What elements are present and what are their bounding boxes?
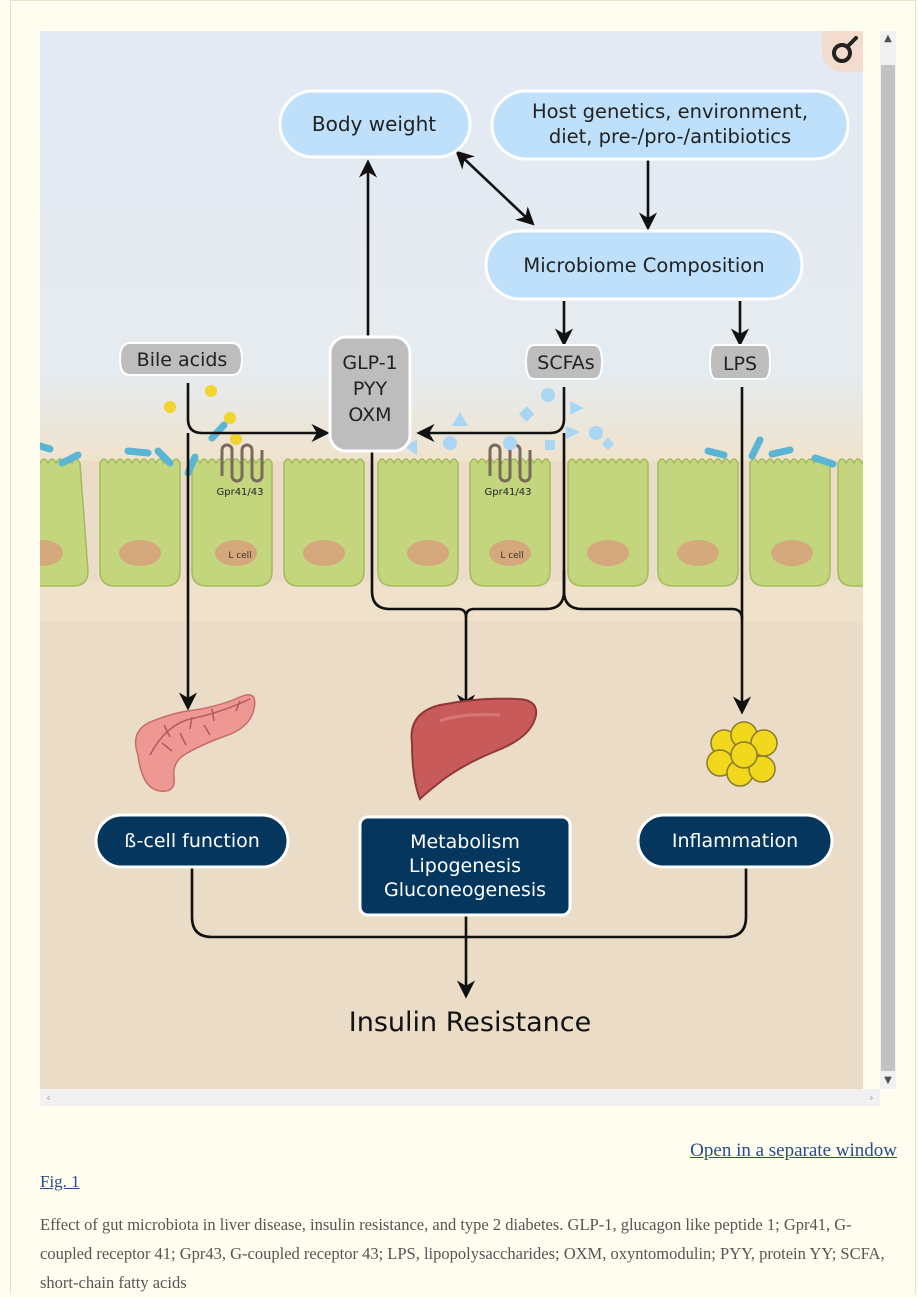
scfas-node: SCFAs [524, 344, 604, 380]
svg-text:ß-cell function: ß-cell function [124, 830, 260, 852]
figure-caption: Effect of gut microbiota in liver diseas… [40, 1215, 885, 1292]
bile-acids-node: Bile acids [118, 342, 244, 376]
pancreas-icon [134, 694, 256, 792]
diagram-canvas: L cell L cell Gpr41/43 Gpr41/43 [40, 31, 863, 1089]
lcell-right-label: L cell [500, 551, 523, 561]
svg-text:Microbiome Composition: Microbiome Composition [523, 254, 764, 277]
microbiome-node: Microbiome Composition [484, 229, 804, 301]
metabolism-node: Metabolism Lipogenesis Gluconeogenesis [358, 815, 572, 917]
figure-viewer[interactable]: L cell L cell Gpr41/43 Gpr41/43 [40, 31, 863, 1089]
gpr-left-label: Gpr41/43 [216, 487, 263, 498]
svg-text:SCFAs: SCFAs [537, 352, 594, 374]
svg-text:Body weight: Body weight [312, 112, 436, 136]
figure-frame [10, 0, 916, 1294]
scroll-left-icon[interactable]: ‹ [46, 1091, 51, 1104]
svg-text:LPS: LPS [723, 353, 757, 375]
insulin-resistance-label: Insulin Resistance [349, 1007, 591, 1038]
svg-text:Lipogenesis: Lipogenesis [409, 855, 521, 877]
bile-acid-particles [164, 385, 242, 445]
svg-text:GLP-1: GLP-1 [342, 352, 397, 374]
lcell-left-label: L cell [228, 551, 251, 561]
scroll-up-icon[interactable]: ▲ [884, 33, 892, 44]
svg-text:OXM: OXM [348, 404, 391, 426]
zoom-button[interactable] [822, 31, 863, 72]
open-separate-window-link[interactable]: Open in a separate window [690, 1140, 897, 1161]
vertical-scrollbar[interactable]: ▲ ▼ [880, 31, 896, 1089]
connectors [178, 150, 752, 999]
host-factors-node: Host genetics, environment, diet, pre-/p… [490, 89, 850, 161]
vertical-scroll-thumb[interactable] [881, 65, 895, 1071]
svg-text:Host genetics, environment,: Host genetics, environment, [532, 100, 808, 123]
liver-icon [410, 697, 538, 801]
svg-text:Inflammation: Inflammation [672, 830, 798, 852]
figure-link[interactable]: Fig. 1 [40, 1172, 80, 1191]
svg-text:Metabolism: Metabolism [410, 831, 520, 853]
svg-text:Bile acids: Bile acids [137, 349, 228, 371]
body-weight-node: Body weight [278, 89, 472, 159]
svg-text:Gluconeogenesis: Gluconeogenesis [384, 879, 546, 901]
svg-text:diet, pre-/pro-/antibiotics: diet, pre-/pro-/antibiotics [549, 125, 791, 148]
beta-cell-node: ß-cell function [94, 813, 290, 869]
hormones-node: GLP-1 PYY OXM [328, 335, 412, 453]
scroll-down-icon[interactable]: ▼ [884, 1075, 892, 1086]
adipocyte-cluster-icon [706, 721, 778, 787]
receptor-icon [488, 443, 532, 483]
epithelium [40, 458, 863, 587]
scroll-right-icon[interactable]: › [869, 1091, 874, 1104]
horizontal-scrollbar[interactable]: ‹ › [40, 1089, 880, 1106]
gpr-right-label: Gpr41/43 [484, 487, 531, 498]
zoom-icon [832, 36, 858, 63]
inflammation-node: Inflammation [636, 813, 834, 869]
svg-text:PYY: PYY [353, 378, 388, 400]
receptor-icon [220, 443, 264, 483]
lps-node: LPS [708, 344, 772, 380]
